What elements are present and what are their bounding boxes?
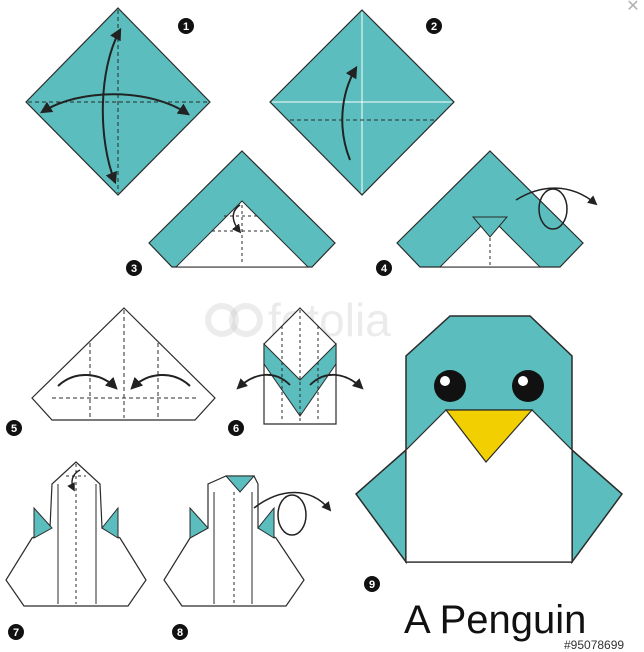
svg-text:6: 6 bbox=[233, 423, 239, 435]
svg-text:2: 2 bbox=[431, 21, 437, 33]
step-2-diagram bbox=[270, 10, 454, 195]
step-3-diagram bbox=[149, 151, 335, 267]
svg-text:8: 8 bbox=[177, 627, 183, 639]
step-badge-5: 5 bbox=[6, 420, 22, 436]
step-badge-3: 3 bbox=[126, 260, 142, 276]
diagram-title: A Penguin bbox=[404, 598, 586, 642]
step-badge-6: 6 bbox=[228, 420, 244, 436]
svg-text:7: 7 bbox=[13, 627, 19, 639]
svg-text:5: 5 bbox=[11, 423, 17, 435]
stock-id: #95078699 bbox=[564, 638, 624, 652]
step-badge-2: 2 bbox=[426, 18, 442, 34]
step-badge-7: 7 bbox=[8, 624, 24, 640]
step-badge-9: 9 bbox=[364, 576, 380, 592]
svg-text:1: 1 bbox=[183, 21, 189, 33]
penguin-right-eye bbox=[512, 370, 544, 402]
svg-text:3: 3 bbox=[131, 263, 137, 275]
step-5-diagram bbox=[32, 308, 215, 420]
svg-text:4: 4 bbox=[381, 263, 388, 275]
svg-text:9: 9 bbox=[369, 579, 375, 591]
step-badge-4: 4 bbox=[376, 260, 392, 276]
step-badge-8: 8 bbox=[172, 624, 188, 640]
step-9-penguin bbox=[356, 316, 622, 562]
step-7-diagram bbox=[6, 462, 146, 606]
step-1-diagram bbox=[26, 8, 210, 195]
step-8-diagram bbox=[164, 476, 330, 606]
step-badge-1: 1 bbox=[178, 18, 194, 34]
penguin-left-eye bbox=[434, 370, 466, 402]
step-4-diagram bbox=[397, 151, 596, 267]
